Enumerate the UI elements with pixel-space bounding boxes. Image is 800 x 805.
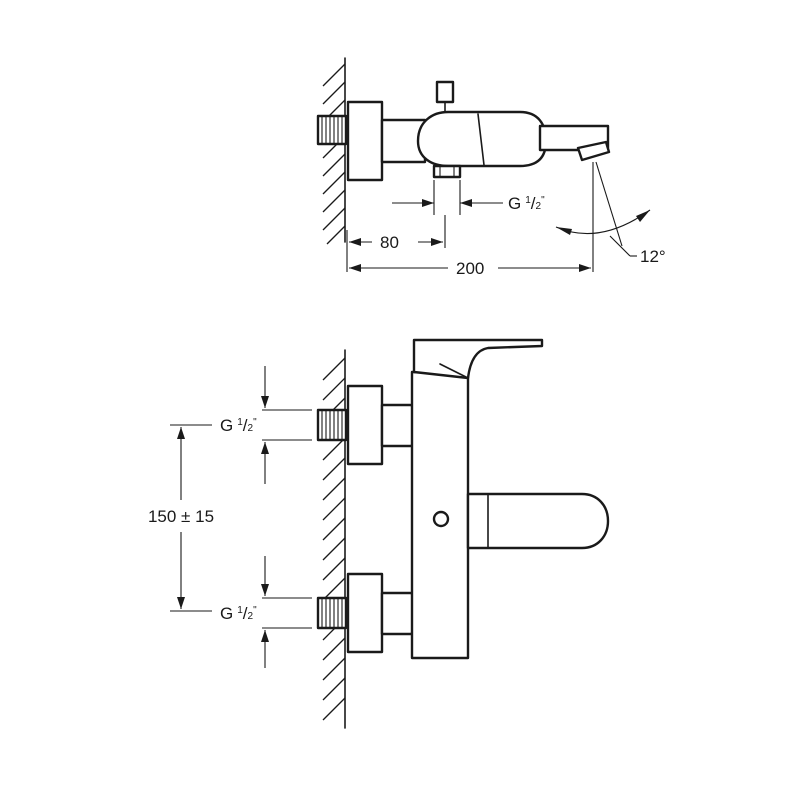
- front-upper-inlet: [316, 384, 428, 466]
- top-body: [380, 118, 427, 164]
- top-bottom-connection: [432, 164, 462, 179]
- spacing-label: 150 ± 15: [148, 507, 214, 526]
- dim-80-line: [346, 215, 446, 272]
- front-spout: [466, 492, 610, 550]
- angle-label: 12°: [640, 247, 666, 266]
- top-wall: [322, 57, 346, 245]
- front-lever: [412, 338, 544, 380]
- dim-200-line: [349, 264, 591, 272]
- front-wall: [322, 349, 346, 729]
- front-view: G1/2" G1/2" 150 ± 15: [148, 338, 610, 729]
- spacing-dimension: [170, 424, 212, 612]
- top-escutcheon: [346, 100, 384, 182]
- top-mixer-body: [416, 110, 548, 168]
- top-spout: [538, 124, 611, 162]
- top-view: 12° G1/2" 80 200: [316, 57, 666, 278]
- top-thread-dimension: [392, 180, 503, 215]
- dim-200-label: 200: [456, 259, 484, 278]
- front-main-body: [410, 370, 470, 660]
- front-upper-thread-dimension: [261, 366, 312, 484]
- top-angle-geometry: [555, 161, 651, 272]
- front-lower-inlet: [316, 572, 428, 654]
- top-valve-knob: [435, 80, 455, 115]
- front-lower-thread-dimension: [261, 556, 312, 668]
- dim-80-label: 80: [380, 233, 399, 252]
- top-inlet-thread: [316, 114, 348, 146]
